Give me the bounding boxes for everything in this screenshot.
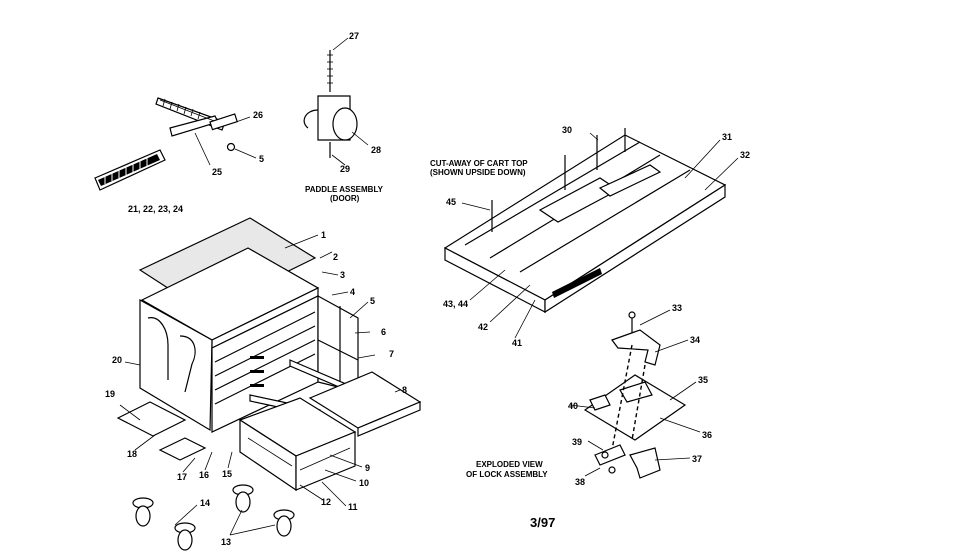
date-code: 3/97 <box>530 515 555 530</box>
part-label-39: 39 <box>572 437 582 447</box>
part-label-41: 41 <box>512 338 522 348</box>
part-label-14: 14 <box>200 498 210 508</box>
part-label-1: 1 <box>321 230 326 240</box>
part-label-6: 6 <box>381 327 386 337</box>
part-label-7: 7 <box>389 349 394 359</box>
part-label-34: 34 <box>690 335 700 345</box>
caster-right <box>232 484 295 537</box>
part-label-19: 19 <box>105 389 115 399</box>
part-label-30: 30 <box>562 125 572 135</box>
part-label-12: 12 <box>321 497 331 507</box>
part-label-26: 26 <box>253 110 263 120</box>
part-label-20: 20 <box>112 355 122 365</box>
part-label-8: 8 <box>402 385 407 395</box>
part-label-32: 32 <box>740 150 750 160</box>
part-label-38: 38 <box>575 477 585 487</box>
badge-assembly <box>94 97 257 191</box>
lock-assembly <box>569 309 701 479</box>
part-label-3: 3 <box>340 270 345 280</box>
part-label-21-24: 21, 22, 23, 24 <box>128 204 183 214</box>
part-label-37: 37 <box>692 454 702 464</box>
part-label-40: 40 <box>568 401 578 411</box>
part-label-10: 10 <box>359 478 369 488</box>
part-label-5-badge: 5 <box>259 154 264 164</box>
lock-caption-line2: OF LOCK ASSEMBLY <box>466 470 548 479</box>
part-label-42: 42 <box>478 322 488 332</box>
part-label-43-44: 43, 44 <box>443 299 468 309</box>
paddle-caption-line1: PADDLE ASSEMBLY <box>305 185 384 194</box>
cart-top-cutaway <box>443 128 739 339</box>
part-label-15: 15 <box>222 469 232 479</box>
tool-cart <box>116 217 422 551</box>
part-label-18: 18 <box>127 449 137 459</box>
part-label-31: 31 <box>722 132 732 142</box>
caster-left <box>132 497 196 551</box>
part-label-25: 25 <box>212 167 222 177</box>
part-label-35: 35 <box>698 375 708 385</box>
part-label-36: 36 <box>702 430 712 440</box>
part-label-9: 9 <box>365 463 370 473</box>
cutaway-caption-line1: CUT-AWAY OF CART TOP <box>430 159 528 168</box>
part-label-5: 5 <box>370 296 375 306</box>
part-label-11: 11 <box>348 502 358 512</box>
part-label-17: 17 <box>177 472 187 482</box>
part-label-27: 27 <box>349 31 359 41</box>
part-label-2: 2 <box>333 252 338 262</box>
cutaway-caption-line2: (SHOWN UPSIDE DOWN) <box>430 168 526 177</box>
part-label-29: 29 <box>340 164 350 174</box>
part-label-13: 13 <box>221 537 231 547</box>
part-labels: 1 2 3 4 5 6 7 8 9 10 11 12 13 14 15 16 1… <box>105 31 750 547</box>
paddle-assembly <box>303 37 369 166</box>
part-label-45: 45 <box>446 197 456 207</box>
part-label-28: 28 <box>371 145 381 155</box>
paddle-caption-line2: (DOOR) <box>330 194 360 203</box>
lock-caption-line1: EXPLODED VIEW <box>476 460 543 469</box>
part-label-16: 16 <box>199 470 209 480</box>
part-label-4: 4 <box>350 287 355 297</box>
captions: PADDLE ASSEMBLY (DOOR) CUT-AWAY OF CART … <box>305 159 555 530</box>
part-label-33: 33 <box>672 303 682 313</box>
